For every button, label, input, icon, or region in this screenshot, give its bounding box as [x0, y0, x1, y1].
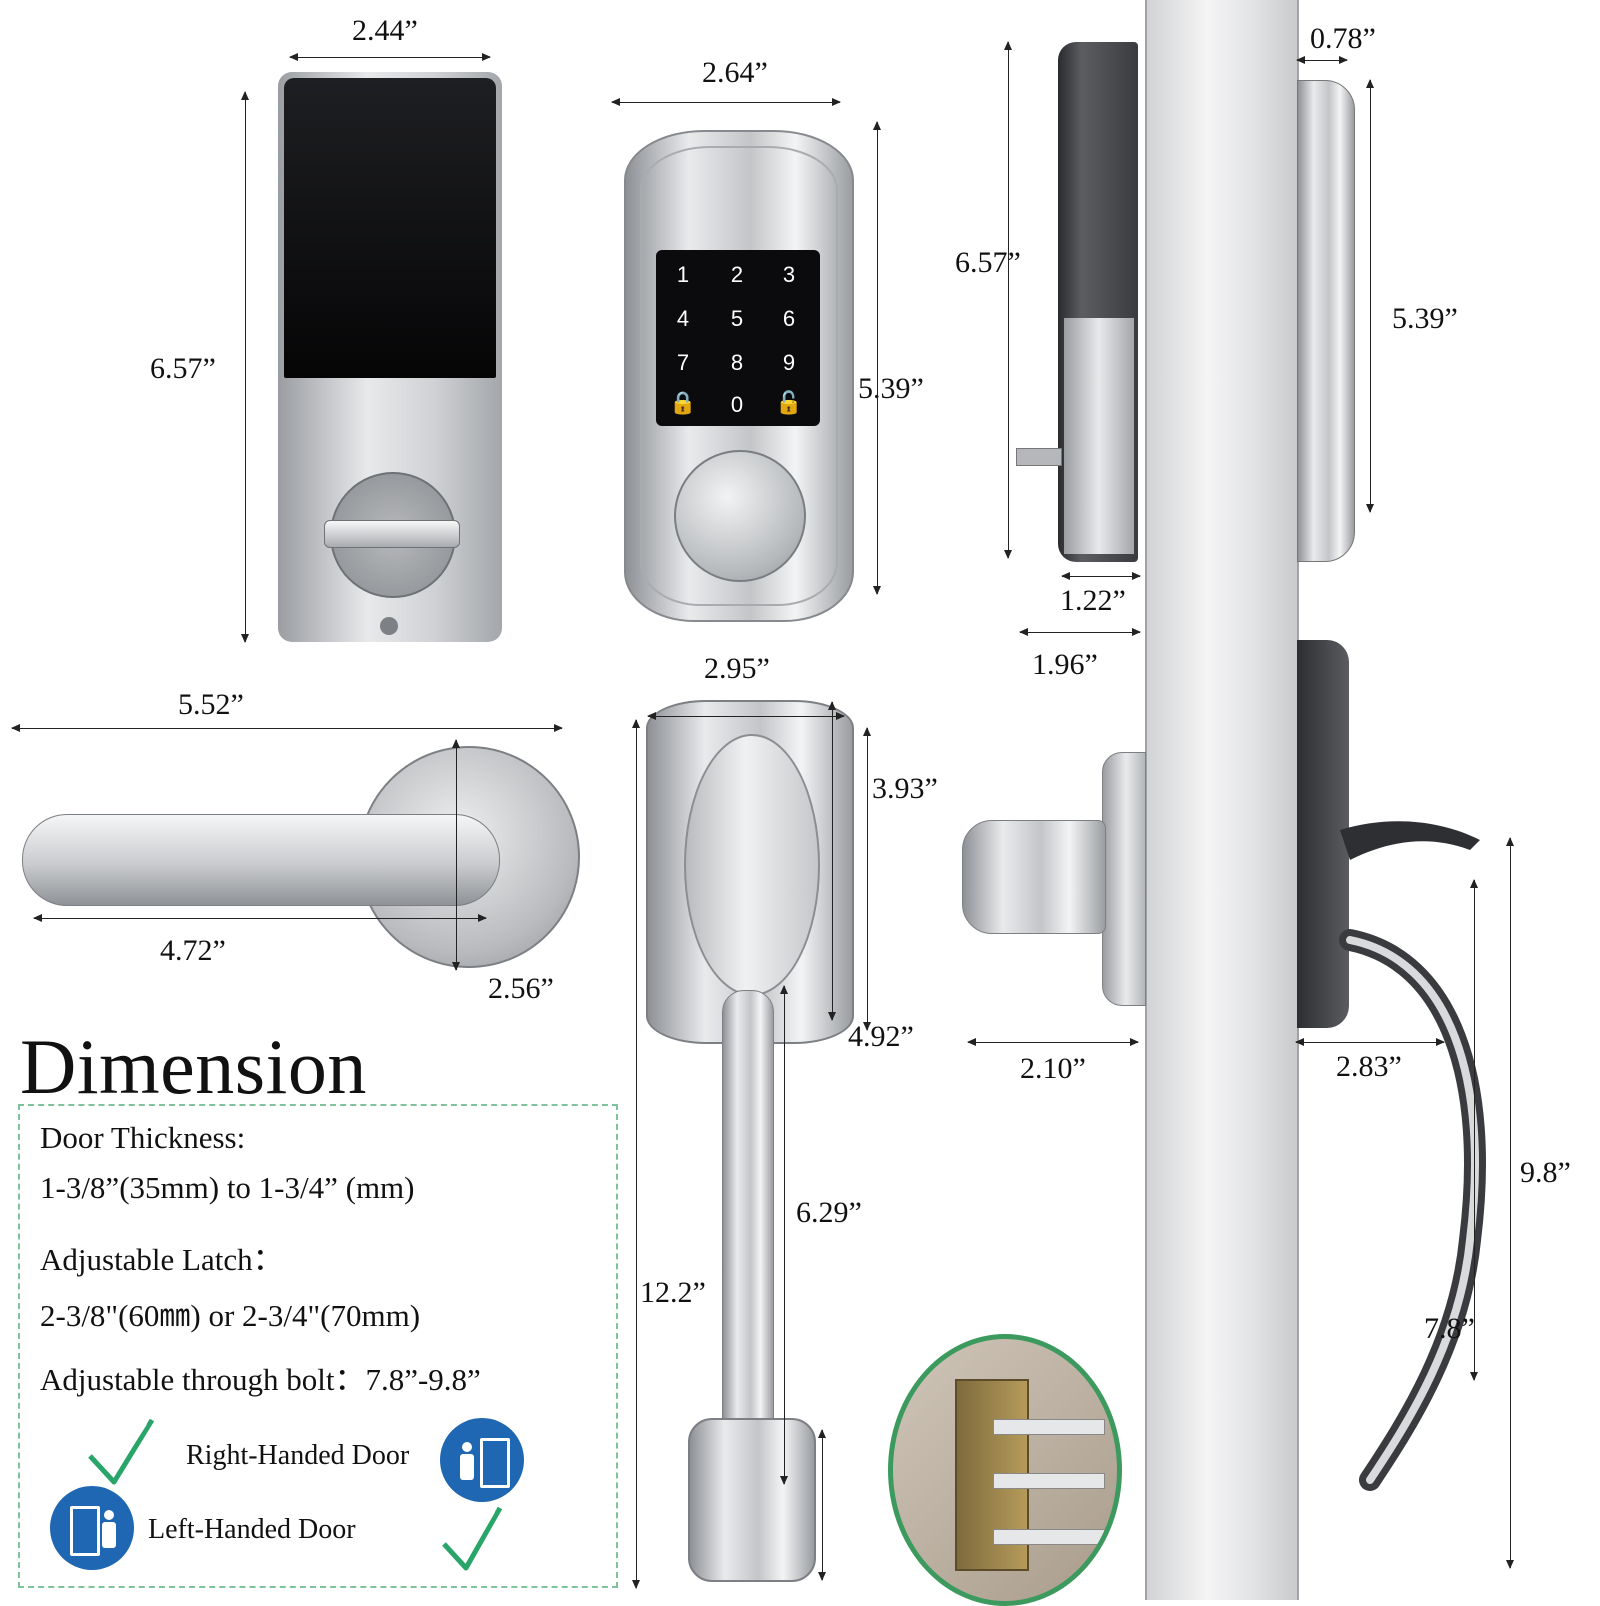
side-depth-arrow — [1296, 56, 1348, 64]
latch-value: 2-3/8"(60㎜) or 2-3/4"(70mm) — [40, 1298, 421, 1333]
bolt-min-label: 7.8” — [1424, 1312, 1475, 1345]
key-5[interactable]: 5 — [730, 306, 744, 331]
handle-bottom-arrow — [818, 1429, 826, 1581]
key-6[interactable]: 6 — [782, 306, 796, 331]
lever-rose-arrow — [452, 739, 460, 971]
bolt-min-arrow — [1470, 879, 1478, 1381]
page-title: Dimension — [20, 1023, 367, 1110]
key-0[interactable]: 0 — [730, 392, 744, 417]
side-bottom-1-arrow — [1061, 572, 1141, 580]
side-thumb-stub — [1016, 448, 1062, 466]
handleset-plate — [646, 700, 854, 1044]
rear-width-label: 2.44” — [352, 14, 418, 47]
right-handed-door-icon — [440, 1418, 524, 1502]
side-depth-label: 0.78” — [1310, 22, 1376, 55]
key-3[interactable]: 3 — [782, 262, 796, 287]
side-lever-shaft[interactable] — [962, 820, 1106, 934]
latch-label: Adjustable Latch： — [40, 1242, 284, 1277]
rear-height-label: 6.57” — [150, 352, 216, 385]
lever-rose-label: 2.56” — [488, 972, 554, 1005]
touch-keypad[interactable]: 1 2 3 4 5 6 7 8 9 0 🔒 🔓 — [656, 250, 820, 426]
side-height-arrow — [1004, 41, 1012, 559]
unlock-icon[interactable]: 🔓 — [775, 390, 803, 415]
rear-lock-unit — [278, 72, 502, 642]
left-handed-label: Left-Handed Door — [148, 1514, 356, 1545]
handle-plate-full-label: 4.92” — [848, 1020, 914, 1053]
key-9[interactable]: 9 — [782, 350, 796, 375]
handle-grip-arrow — [780, 985, 788, 1485]
side-lever-arrow — [967, 1038, 1139, 1046]
front-keypad-unit — [624, 130, 854, 622]
key-1[interactable]: 1 — [676, 262, 690, 287]
handle-width-arrow — [647, 712, 845, 720]
right-handed-label: Right-Handed Door — [186, 1440, 410, 1471]
handle-total-arrow — [632, 719, 640, 1589]
lever-inner-arrow — [33, 914, 487, 922]
door-thickness-value: 1-3/8”(35mm) to 1-3/4” (mm) — [40, 1170, 415, 1205]
lever-inner-label: 4.72” — [160, 934, 226, 967]
handle-total-label: 12.2” — [640, 1276, 706, 1309]
side-lever-label: 2.10” — [1020, 1052, 1086, 1085]
through-bolt-detail — [888, 1334, 1122, 1606]
side-outer-unit — [1297, 80, 1355, 562]
door-slab — [1145, 0, 1299, 1600]
side-inner-plate — [1064, 318, 1134, 554]
lever-handle[interactable] — [22, 814, 500, 906]
side-lever-rose — [1102, 752, 1146, 1006]
bolt-range-label: Adjustable through bolt：7.8”-9.8” — [40, 1362, 481, 1397]
lever-width-label: 5.52” — [178, 688, 244, 721]
lock-icon[interactable]: 🔒 — [669, 390, 697, 415]
fingerprint-knob[interactable] — [674, 450, 806, 582]
key-7[interactable]: 7 — [676, 350, 690, 375]
side-handle-grip[interactable] — [1330, 820, 1500, 1520]
key-4[interactable]: 4 — [676, 306, 690, 331]
handle-plate-full-arrow — [828, 701, 836, 1021]
screw-icon — [380, 617, 398, 635]
handle-plate-arrow — [863, 727, 871, 1031]
bolt-max-arrow — [1506, 837, 1514, 1569]
lever-width-arrow — [11, 724, 563, 732]
bolt-max-label: 9.8” — [1520, 1156, 1571, 1189]
side-handle-body — [1297, 640, 1349, 1028]
handleset-grip[interactable] — [722, 990, 774, 1480]
rear-width-arrow — [289, 53, 491, 61]
key-2[interactable]: 2 — [730, 262, 744, 287]
front-height-label: 5.39” — [858, 372, 924, 405]
key-8[interactable]: 8 — [730, 350, 744, 375]
handle-grip-label: 6.29” — [796, 1196, 862, 1229]
front-height-arrow — [873, 121, 881, 595]
left-handed-door-icon — [50, 1486, 134, 1570]
door-thickness-label: Door Thickness: — [40, 1120, 246, 1155]
front-width-arrow — [611, 98, 841, 106]
specs-box: Door Thickness: 1-3/8”(35mm) to 1-3/4” (… — [18, 1104, 618, 1588]
handle-plate-label: 3.93” — [872, 772, 938, 805]
side-height-label: 6.57” — [955, 246, 1021, 279]
side-right-height-label: 5.39” — [1392, 302, 1458, 335]
side-handle-label: 2.83” — [1336, 1050, 1402, 1083]
check-icon — [442, 1506, 503, 1571]
handle-width-label: 2.95” — [704, 652, 770, 685]
front-width-label: 2.64” — [702, 56, 768, 89]
side-bottom-2-label: 1.96” — [1032, 648, 1098, 681]
side-right-height-arrow — [1366, 79, 1374, 513]
side-bottom-1-label: 1.22” — [1060, 584, 1126, 617]
check-icon — [88, 1418, 155, 1485]
handleset-bottom-plate — [688, 1418, 816, 1582]
rear-height-arrow — [241, 91, 249, 643]
side-bottom-2-arrow — [1019, 628, 1141, 636]
side-handle-arrow — [1295, 1038, 1445, 1046]
